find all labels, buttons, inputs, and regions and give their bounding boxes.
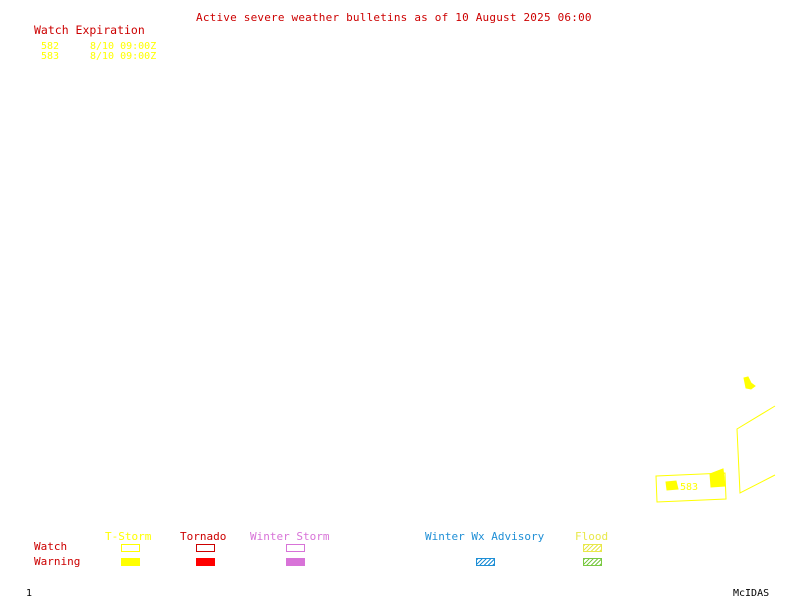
watch-label: 583 — [680, 482, 699, 493]
legend-swatch-winter-storm-warning — [286, 558, 305, 566]
legend-row-watch: Watch — [34, 540, 68, 553]
bulletin-title: Active severe weather bulletins as of 10… — [196, 11, 592, 24]
legend-heading-tornado: Tornado — [180, 530, 227, 543]
watch-expiration-time: 8/10 09:00Z — [90, 41, 157, 52]
legend-swatch-flood-warning — [583, 558, 602, 566]
warning-area — [743, 376, 756, 390]
watch-outline — [736, 405, 776, 494]
legend-heading-winter-wx-advisory: Winter Wx Advisory — [425, 530, 545, 543]
legend-heading-tstorm: T-Storm — [105, 530, 152, 543]
legend-swatch-tstorm-warning — [121, 558, 140, 566]
legend-swatch-tornado-watch — [196, 544, 215, 552]
watch-number: 583 — [41, 51, 60, 62]
legend-swatch-flood-watch — [583, 544, 602, 552]
legend-swatch-winter-wx-advisory — [476, 558, 495, 566]
frame-number: 1 — [26, 588, 33, 599]
legend-swatch-tornado-warning — [196, 558, 215, 566]
legend-swatch-tstorm-watch — [121, 544, 140, 552]
legend-swatch-winter-storm-watch — [286, 544, 305, 552]
warning-area — [709, 468, 726, 488]
legend-heading-flood: Flood — [575, 530, 609, 543]
mcidas-brand: McIDAS — [733, 588, 770, 599]
watch-expiration-time: 8/10 09:00Z — [90, 51, 157, 62]
warning-area — [665, 480, 679, 491]
legend-heading-winter-storm: Winter Storm — [250, 530, 330, 543]
watch-box — [655, 472, 727, 503]
watch-number: 582 — [41, 41, 60, 52]
legend-row-warning: Warning — [34, 555, 81, 568]
watch-expiration-header: Watch Expiration — [34, 23, 145, 37]
